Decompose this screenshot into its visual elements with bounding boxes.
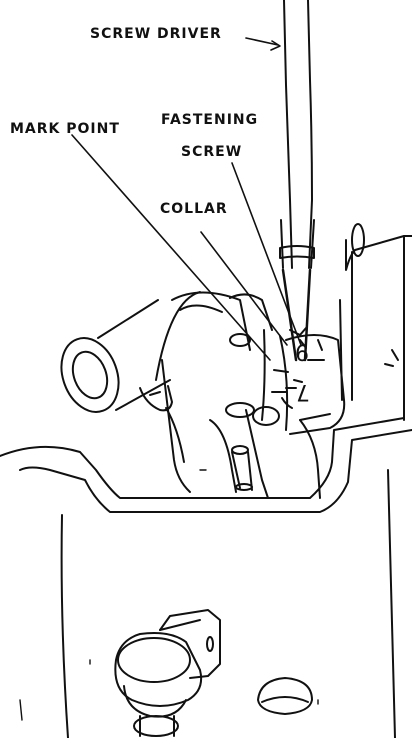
dial-number-upper: 6 [295, 342, 309, 367]
label-collar: COLLAR [160, 201, 228, 217]
collar-dial [261, 329, 346, 435]
label-mark-point: MARK POINT [10, 121, 120, 137]
stray-marks [19, 469, 319, 721]
shaft [60, 299, 173, 413]
knob [114, 609, 221, 737]
label-screw-driver: SCREW DRIVER [90, 26, 222, 42]
housing [0, 417, 412, 738]
frame-posts [161, 359, 321, 499]
right-frame [339, 223, 412, 421]
plate [155, 291, 273, 381]
leader-lines [71, 37, 302, 361]
label-screw: SCREW [181, 144, 243, 160]
dial-number-lower: 7 [296, 379, 310, 404]
screwdriver [279, 0, 315, 362]
label-fastening: FASTENING [161, 112, 259, 128]
round-cap [257, 677, 313, 715]
